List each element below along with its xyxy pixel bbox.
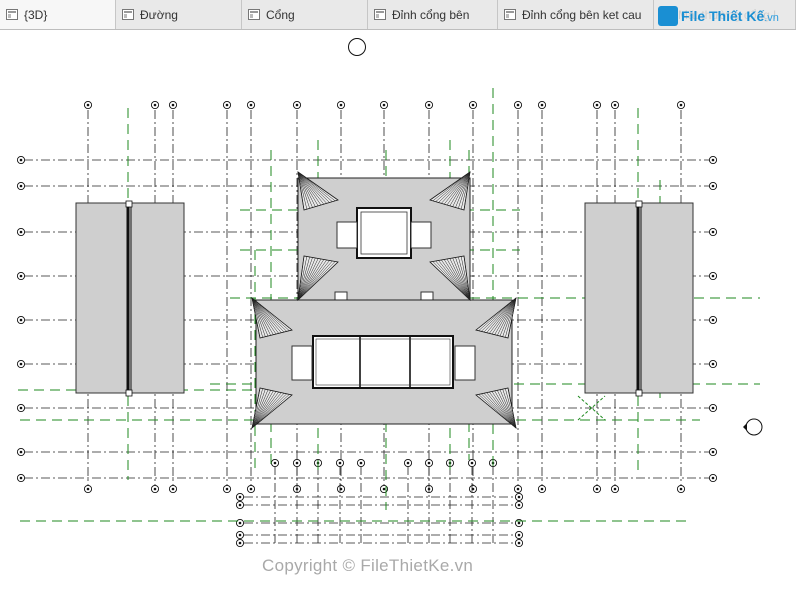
tab-2[interactable]: Đường — [116, 0, 242, 29]
tab-label: {3D} — [24, 7, 48, 22]
plan-view-icon — [248, 9, 260, 20]
tab-1[interactable]: {3D} — [0, 0, 116, 29]
plan-view-icon — [122, 9, 134, 20]
copyright-watermark: Copyright © FileThietKe.vn — [262, 556, 474, 575]
tab-4[interactable]: Đỉnh cổng bên — [368, 0, 498, 29]
tab-label: Cổng — [266, 7, 295, 22]
plan-view-icon — [504, 9, 516, 20]
tab-label: Đỉnh cổng bên — [392, 7, 470, 22]
floor-plan-drawing[interactable] — [0, 30, 796, 596]
view-3d-icon — [6, 9, 18, 20]
logo-icon — [658, 5, 678, 26]
tab-3[interactable]: Cổng — [242, 0, 368, 29]
site-logo: File Thiết Kế.vn — [658, 2, 779, 29]
tab-label: Đỉnh cổng bên ket cau — [522, 7, 642, 22]
tab-label: Đường — [140, 7, 178, 22]
tab-5[interactable]: Đỉnh cổng bên ket cau — [498, 0, 654, 29]
drawing-canvas[interactable] — [0, 30, 796, 596]
logo-suffix: .vn — [764, 11, 779, 24]
plan-view-icon — [374, 9, 386, 20]
logo-text: File Thiết Kế — [681, 7, 765, 24]
